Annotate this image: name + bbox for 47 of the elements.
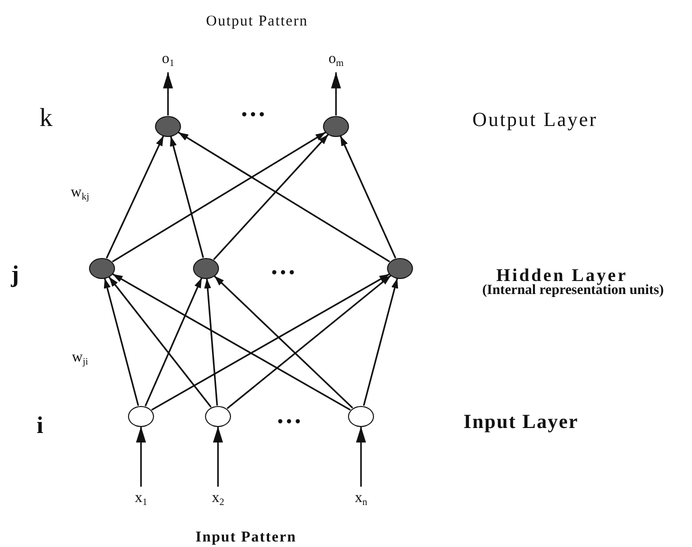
neuron-circle <box>387 258 413 278</box>
connection-arrow <box>214 275 354 409</box>
ellipsis-dots: … <box>270 253 298 279</box>
ellipsis-dots: … <box>276 402 304 428</box>
connection-arrow <box>163 72 173 116</box>
connection-arrow <box>144 278 202 406</box>
connection-arrow <box>106 136 164 258</box>
unit-label: x$_{2}$ <box>212 490 224 508</box>
unit-label: x$_{n}$ <box>354 490 368 508</box>
connection-arrow <box>340 136 396 258</box>
pattern-caption: Input Pattern <box>196 530 296 546</box>
connection-arrow <box>213 426 223 487</box>
layer-index: j <box>11 263 19 287</box>
connection-arrow <box>112 132 326 262</box>
connection-arrow <box>108 276 212 408</box>
connection-arrow <box>151 273 390 411</box>
connection-arrow <box>136 426 146 487</box>
pattern-caption: Output Pattern <box>206 14 308 30</box>
connection-arrow <box>356 426 366 487</box>
connection-arrow <box>170 136 204 258</box>
layer-index: k <box>40 105 52 131</box>
weight-label: w$_{kj}$ <box>70 186 90 202</box>
connection-arrow <box>362 278 398 406</box>
neuron-circle <box>205 406 231 426</box>
weight-label: w$_{ji}$ <box>72 350 88 368</box>
connection-arrow <box>226 274 392 410</box>
unit-label: o$_{m}$ <box>328 52 344 68</box>
neuron-circle <box>193 258 219 278</box>
layer-description: (Internal representation units) <box>482 284 664 298</box>
unit-label: o$_{1}$ <box>162 52 174 68</box>
neuron-circle <box>348 406 374 426</box>
layer-index: i <box>36 414 44 438</box>
unit-label: x$_{1}$ <box>134 490 148 508</box>
ellipsis-dots: … <box>240 95 268 121</box>
connection-arrow <box>104 278 140 406</box>
connection-arrow <box>178 132 390 262</box>
connection-arrow <box>331 72 341 116</box>
neuron-circle <box>323 116 349 136</box>
connection-arrow <box>112 273 351 411</box>
neuron-circle <box>155 116 181 136</box>
layer-name: Output Layer <box>472 110 598 130</box>
neuron-circle <box>89 258 115 278</box>
layer-name: Hidden Layer <box>496 266 628 284</box>
connection-arrow <box>213 134 329 260</box>
neuron-circle <box>128 406 154 426</box>
connection-arrow <box>204 278 218 406</box>
layer-name: Input Layer <box>464 412 578 432</box>
